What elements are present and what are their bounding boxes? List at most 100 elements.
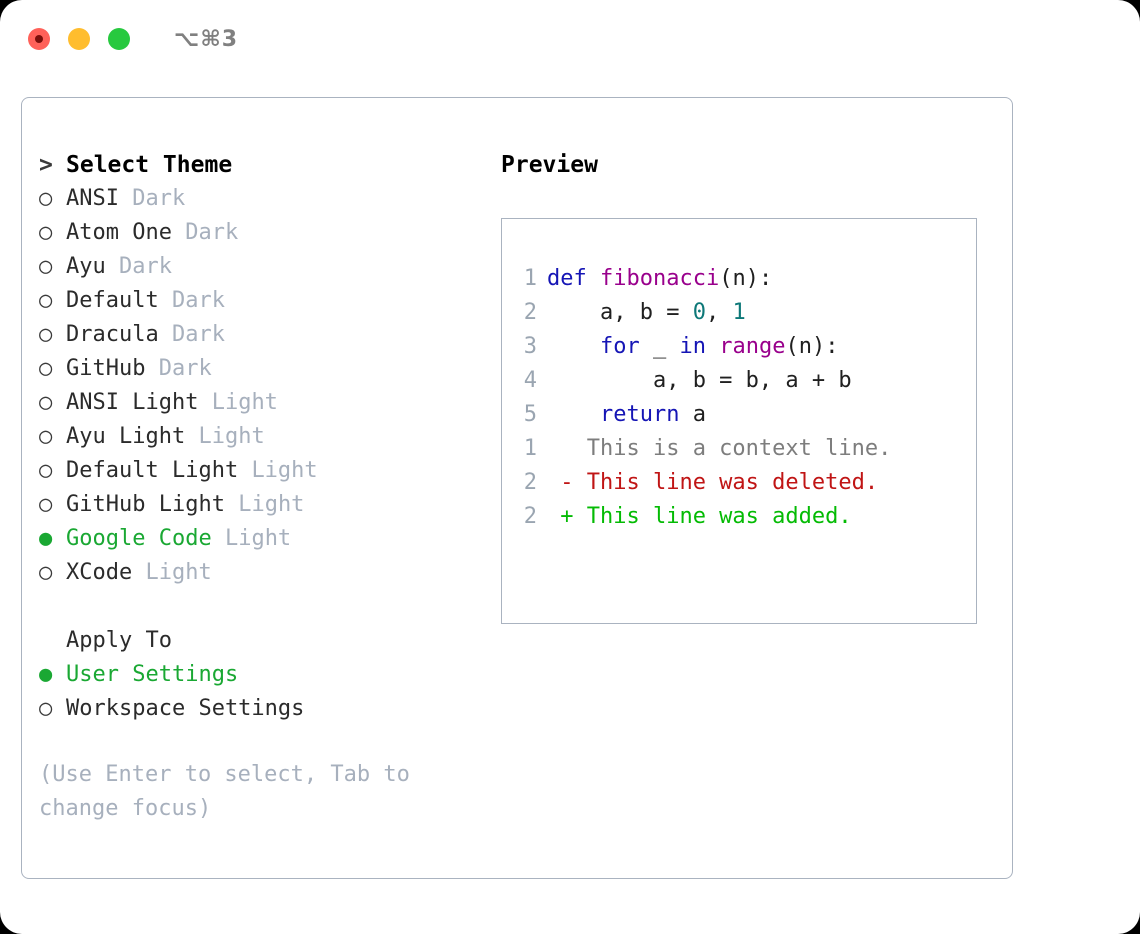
code-text: for _ in range(n): (547, 334, 838, 359)
diff-text: - This line was deleted. (547, 470, 879, 495)
diff-line: 2 - This line was deleted. (515, 466, 891, 500)
code-token: return (599, 402, 680, 427)
code-token: 1 (732, 300, 746, 325)
select-theme-heading-label: Select Theme (66, 152, 233, 178)
radio-unselected-icon[interactable]: ○ (39, 220, 53, 245)
code-line: 4 a, b = b, a + b (515, 364, 852, 398)
theme-variant: Light (198, 424, 265, 449)
theme-name: Default (66, 288, 159, 313)
code-text: a, b = 0, 1 (547, 300, 746, 325)
theme-name: Default Light (66, 458, 239, 483)
theme-list-item[interactable]: ●Google Code Light (39, 522, 489, 556)
diff-line: 1 This is a context line. (515, 432, 892, 466)
theme-name: ANSI Light (66, 390, 199, 415)
theme-variant-gap (172, 220, 185, 245)
radio-unselected-icon[interactable]: ○ (39, 560, 53, 585)
theme-list-item[interactable]: ○Default Light Light (39, 454, 489, 488)
code-token: 0 (692, 300, 706, 325)
theme-variant-gap (132, 560, 145, 585)
diff-text: This is a context line. (547, 436, 892, 461)
theme-name: XCode (66, 560, 133, 585)
theme-name: GitHub Light (66, 492, 225, 517)
theme-list-item[interactable]: ○ GitHub Light Light (39, 488, 489, 522)
code-token: range (719, 334, 786, 359)
radio-unselected-icon[interactable]: ○ (39, 254, 53, 279)
line-number: 1 (523, 266, 537, 291)
minimize-window-button[interactable] (68, 28, 90, 50)
theme-variant: Light (238, 492, 305, 517)
theme-variant: Dark (132, 186, 186, 211)
theme-variant: Light (145, 560, 212, 585)
code-token: , (705, 300, 733, 325)
line-number: 1 (523, 436, 537, 461)
apply-to-heading: Apply To (39, 624, 489, 658)
theme-variant-gap (145, 356, 158, 381)
code-token (547, 402, 600, 427)
radio-unselected-icon[interactable]: ○ (39, 322, 53, 347)
theme-list: ○ANSI Dark○Atom One Dark○Ayu Dark○Defaul… (39, 182, 489, 590)
radio-selected-icon[interactable]: ● (39, 662, 53, 687)
code-token (547, 334, 600, 359)
theme-name: Atom One (66, 220, 172, 245)
theme-list-item[interactable]: ○ XCode Light (39, 556, 489, 590)
main-panel: >Select Theme ○ANSI Dark○Atom One Dark○A… (21, 97, 1013, 879)
code-token: _ (639, 334, 680, 359)
theme-list-item[interactable]: ○Dracula Dark (39, 318, 489, 352)
apply-to-label: Workspace Settings (66, 696, 305, 721)
theme-list-item[interactable]: ○Atom One Dark (39, 216, 489, 250)
theme-selection-column: >Select Theme ○ANSI Dark○Atom One Dark○A… (39, 148, 489, 726)
radio-unselected-icon[interactable]: ○ (39, 356, 53, 381)
line-number: 2 (523, 470, 537, 495)
theme-variant-gap (238, 458, 251, 483)
radio-unselected-icon[interactable]: ○ (39, 458, 53, 483)
theme-variant-gap (212, 526, 225, 551)
radio-unselected-icon[interactable]: ○ (39, 696, 53, 721)
theme-list-item[interactable]: ○Default Dark (39, 284, 489, 318)
radio-unselected-icon[interactable]: ○ (39, 424, 53, 449)
radio-unselected-icon[interactable]: ○ (39, 186, 53, 211)
code-line: 3 for _ in range(n): (515, 330, 852, 364)
title-bar: ⌥⌘3 (0, 0, 1140, 78)
code-line: 2 a, b = 0, 1 (515, 296, 852, 330)
maximize-window-button[interactable] (108, 28, 130, 50)
code-token (706, 334, 719, 359)
code-token: (n): (719, 266, 773, 291)
theme-name: Google Code (66, 526, 212, 551)
line-number: 4 (523, 368, 537, 393)
theme-variant-gap (225, 492, 238, 517)
theme-name: Ayu Light (66, 424, 186, 449)
apply-to-item[interactable]: ●User Settings (39, 658, 489, 692)
theme-list-item[interactable]: ○ Ayu Light Light (39, 420, 489, 454)
preview-title: Preview (501, 152, 598, 178)
code-token: fibonacci (600, 266, 720, 291)
theme-list-item[interactable]: ○GitHub Dark (39, 352, 489, 386)
code-token: a (679, 402, 706, 427)
theme-list-item[interactable]: ○ANSI Light Light (39, 386, 489, 420)
code-token (587, 266, 600, 291)
radio-selected-icon[interactable]: ● (39, 526, 53, 551)
code-text: return a (547, 402, 706, 427)
code-token: (n): (785, 334, 839, 359)
theme-name: ANSI (66, 186, 119, 211)
cursor-caret-icon: > (39, 152, 53, 178)
code-token: for (599, 334, 640, 359)
keyboard-hint: (Use Enter to select, Tab to change focu… (39, 762, 410, 821)
theme-list-item[interactable]: ○Ayu Dark (39, 250, 489, 284)
radio-unselected-icon[interactable]: ○ (39, 288, 53, 313)
code-token: in (679, 334, 706, 359)
apply-to-item[interactable]: ○ Workspace Settings (39, 692, 489, 726)
code-text: def fibonacci(n): (547, 266, 772, 291)
list-spacer (39, 590, 489, 624)
code-text: a, b = b, a + b (547, 368, 852, 393)
diff-line: 2 + This line was added. (515, 500, 891, 534)
radio-unselected-icon[interactable]: ○ (39, 390, 53, 415)
apply-to-heading-label: Apply To (66, 628, 172, 653)
close-window-button[interactable] (28, 28, 50, 50)
radio-unselected-icon[interactable]: ○ (39, 492, 53, 517)
code-token: a, b = b, a + b (547, 368, 852, 393)
theme-list-item[interactable]: ○ ANSI Dark (39, 182, 489, 216)
